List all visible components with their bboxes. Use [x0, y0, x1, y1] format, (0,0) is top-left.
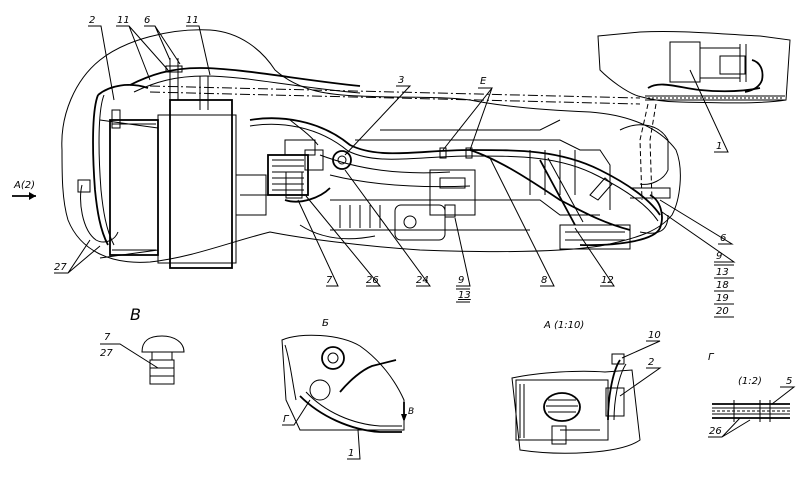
top-callouts: 2 11 6 11 3 E — [88, 15, 494, 156]
view-g-scale: (1:2) — [738, 376, 762, 387]
callout-6-right: 6 — [720, 233, 726, 244]
filter-assembly — [267, 119, 376, 240]
detail-cutout-outline — [597, 30, 791, 104]
callout-7: 7 — [326, 275, 333, 286]
callout-24: 24 — [416, 275, 429, 286]
fuel-lines — [249, 117, 669, 246]
view-g-callout-26: 26 — [709, 426, 722, 437]
callout-18: 18 — [716, 280, 729, 291]
view-b-title: Б — [322, 318, 329, 329]
callout-9-right: 9 — [716, 251, 722, 262]
view-g-callout-5: 5 — [786, 376, 792, 387]
callout-9-mid: 9 — [458, 275, 464, 286]
callout-11-a: 11 — [117, 15, 130, 26]
view-g: Г (1:2) 5 26 — [708, 352, 796, 438]
view-v-callout-27: 27 — [100, 348, 113, 359]
view-a-callout-2: 2 — [648, 357, 654, 368]
callout-1-top: 1 — [716, 141, 722, 152]
callout-19: 19 — [716, 293, 729, 304]
view-b-arrow-label: В — [408, 407, 414, 417]
callout-20: 20 — [716, 306, 729, 317]
view-a-callout-10: 10 — [648, 330, 661, 341]
view-arrow-a: A(2) — [12, 180, 36, 200]
view-a-title: A (1:10) — [543, 320, 584, 331]
view-g-title: Г — [708, 352, 715, 363]
callout-13-mid: 13 — [458, 290, 471, 301]
callout-13-right: 13 — [716, 267, 729, 278]
view-b-callout-g: Г — [283, 414, 290, 425]
callout-26: 26 — [366, 275, 379, 286]
callout-2-top: 2 — [89, 15, 95, 26]
radiator-unit — [99, 99, 270, 269]
view-v-callout-7: 7 — [104, 332, 111, 343]
view-v: В 7 27 — [100, 305, 185, 385]
callout-6-top: 6 — [144, 15, 150, 26]
chassis-outline — [61, 29, 681, 263]
engine-block — [330, 119, 671, 250]
left-pipes — [77, 84, 149, 246]
callout-8: 8 — [541, 275, 547, 286]
callout-12: 12 — [601, 275, 614, 286]
callout-e: E — [480, 76, 487, 87]
view-a: A (1:10) 10 2 — [511, 320, 662, 454]
view-v-title: В — [130, 305, 141, 324]
main-view: A(2) 2 11 6 11 3 E 27 7 26 24 — [12, 15, 736, 318]
detail-top-right: 1 — [597, 30, 791, 201]
bottom-callouts: 27 7 26 24 9 13 8 12 — [54, 157, 615, 303]
callout-11-b: 11 — [186, 15, 199, 26]
view-a-arrow-label: A(2) — [13, 180, 35, 191]
hoses-top — [129, 58, 641, 110]
view-b: Б В Г 1 — [281, 318, 414, 460]
right-callouts: 6 9 13 18 19 20 — [659, 199, 736, 318]
callout-3: 3 — [398, 75, 404, 86]
view-b-callout-1: 1 — [348, 448, 354, 459]
callout-27: 27 — [54, 262, 67, 273]
